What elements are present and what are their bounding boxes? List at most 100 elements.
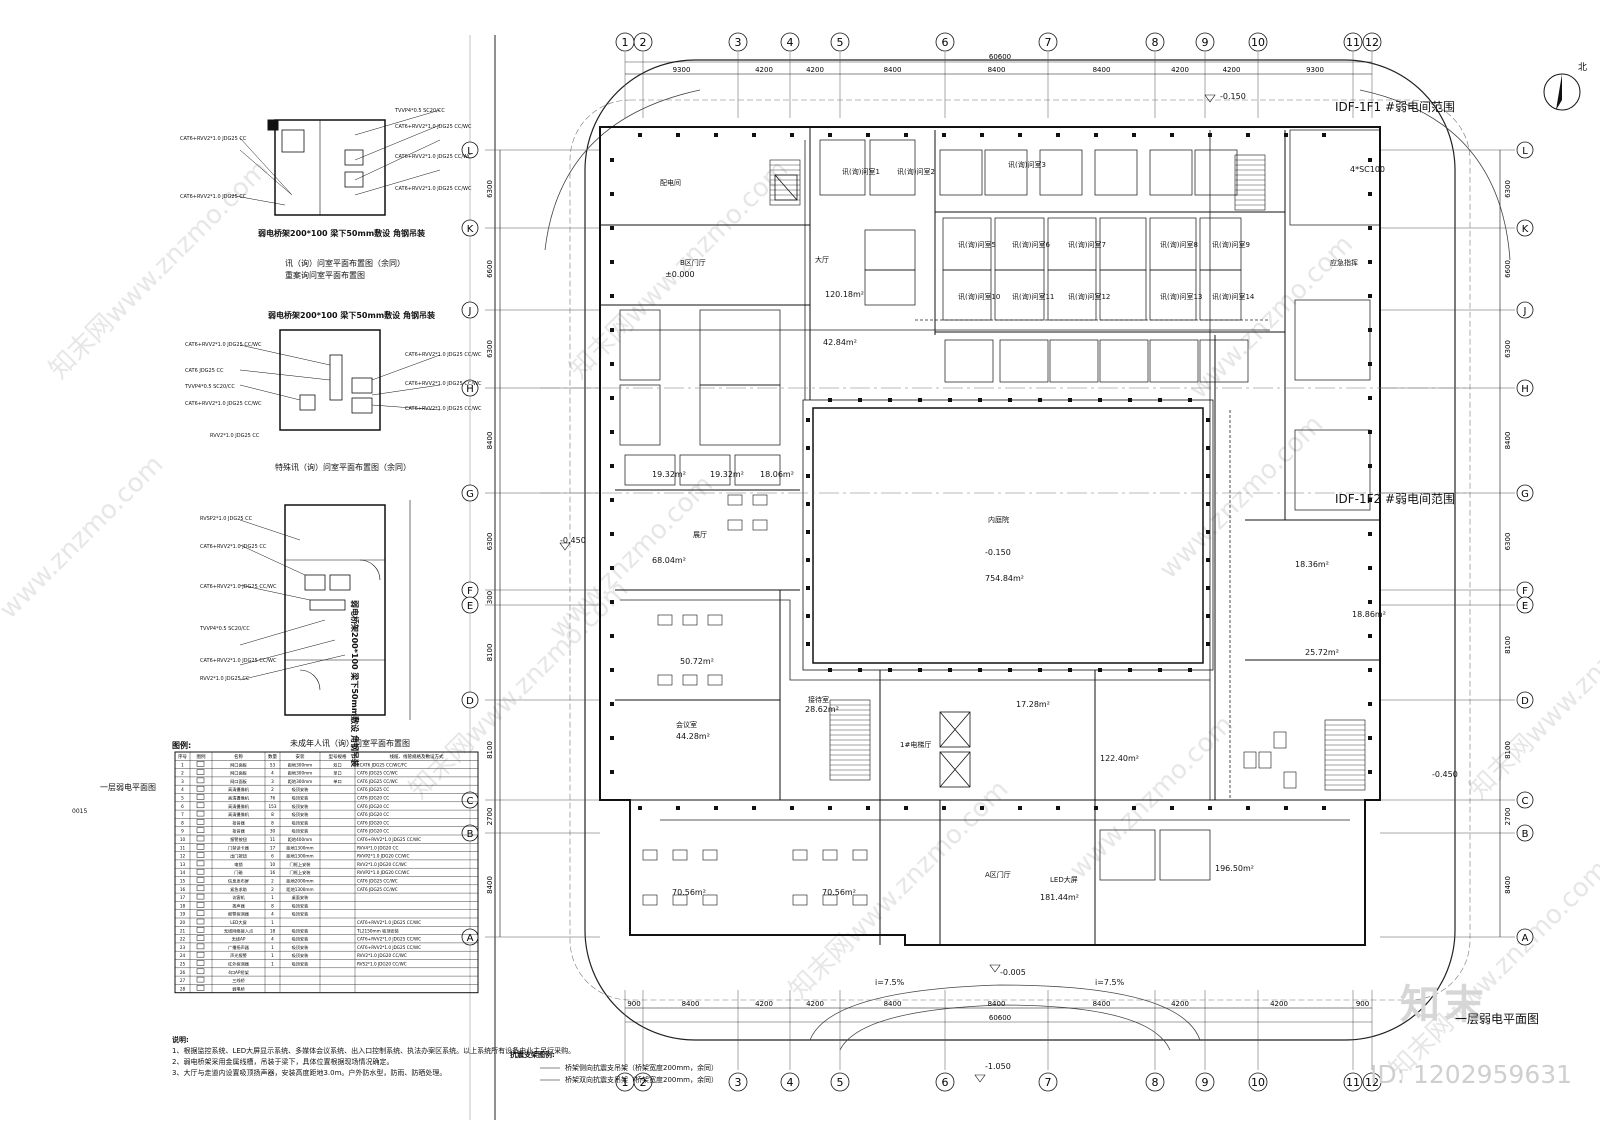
legend-cell: CAT6 JDG20 CC — [357, 820, 389, 825]
camera-symbol — [806, 558, 810, 562]
legend-cell: 4口AP桥架 — [228, 969, 249, 976]
legend-cell: 4 — [271, 912, 274, 917]
camera-symbol — [806, 474, 810, 478]
grid-bubble — [1516, 824, 1534, 842]
room-label: 大厅 — [815, 256, 829, 264]
legend-cell: 27 — [180, 978, 186, 983]
building-walls — [599, 126, 1381, 946]
site-boundary — [584, 59, 1456, 1041]
desk-symbol — [822, 849, 838, 861]
camera-symbol — [752, 133, 756, 137]
legend-cell: RVVP2*1.0 JDG20 CC/WC — [357, 854, 409, 859]
legend-cell: 6 — [181, 804, 184, 809]
grid-bubble-label: B — [1522, 829, 1529, 840]
drive-curve — [809, 984, 1201, 1041]
legend-cell: 门禁读卡器 — [228, 844, 250, 851]
grid-bubble — [1516, 791, 1534, 809]
room-label: 展厅 — [693, 531, 707, 539]
legend-cell: TL2150mm 吸顶安装 — [356, 927, 400, 934]
room-cell — [699, 384, 781, 446]
camera-symbol — [1206, 530, 1210, 534]
camera-symbol — [1368, 362, 1372, 366]
legend-symbol-icon — [196, 985, 205, 991]
svg-text:CAT6+RVV2*1.0 JDG25 CC/WC: CAT6+RVV2*1.0 JDG25 CC/WC — [405, 352, 482, 358]
room-cell — [1099, 339, 1149, 383]
legend-cell: 信息发布屏 — [228, 878, 249, 885]
camera-symbol — [676, 133, 680, 137]
legend-cell: 76 — [270, 796, 276, 801]
camera-symbol — [1158, 398, 1162, 402]
legend-cell: 16 — [180, 887, 186, 892]
grid-bubble-label: 10 — [1251, 36, 1265, 49]
svg-text:CAT6+RVV2*1.0 JDG25 CC/WC: CAT6+RVV2*1.0 JDG25 CC/WC — [185, 401, 262, 407]
grid-bubble-label: H — [466, 384, 474, 395]
legend-cell: 3 — [271, 779, 274, 784]
desk-symbol — [792, 849, 808, 861]
camera-symbol — [1368, 430, 1372, 434]
notes-header: 说明: — [172, 1036, 189, 1044]
legend-cell: 3 — [181, 779, 184, 784]
dimension-value: 8400 — [486, 876, 494, 894]
legend-cell: 距地1300mm — [286, 886, 313, 892]
detail-subtitle: 重案询问室平面布置图 — [285, 271, 365, 280]
legend-cell: 距地1300mm — [286, 844, 313, 850]
camera-symbol — [1158, 668, 1162, 672]
legend-symbol-icon — [196, 976, 205, 983]
room-label: 接待室 — [808, 696, 829, 704]
camera-symbol — [1128, 398, 1132, 402]
camera-symbol — [1170, 133, 1174, 137]
tray-note: 弱电桥架200*100 梁下50mm敷设 角钢吊装 — [350, 600, 359, 767]
desk-symbol — [792, 894, 808, 906]
camera-symbol — [1038, 668, 1042, 672]
legend-cell: 无线网络接入点 — [224, 927, 253, 934]
dimension-value: 8100 — [1504, 636, 1512, 654]
camera-symbol — [904, 133, 908, 137]
camera-symbol — [610, 498, 614, 502]
desk-symbol — [657, 614, 673, 626]
dimension-value: 8400 — [1093, 66, 1111, 74]
watermark-text: www.znzmo.com — [0, 450, 169, 625]
legend-col-header: 线缆、线管规格及敷设方式 — [390, 753, 444, 760]
legend-cell: 距地400mm — [288, 836, 313, 842]
room-label: 配电间 — [660, 179, 681, 187]
detail-plan-2 — [279, 329, 381, 431]
legend-cell: 距地300mm — [288, 778, 313, 784]
legend-cell: 距地1300mm — [286, 853, 313, 859]
legend-symbol-icon — [196, 835, 205, 842]
bracket-legend-symbols — [540, 1067, 560, 1081]
legend-symbol-icon — [196, 777, 205, 784]
camera-symbol — [1008, 668, 1012, 672]
legend-cell: LED大屏 — [230, 919, 247, 926]
room-label: 讯(询)问室5 — [958, 241, 996, 249]
dimension-value: 8400 — [1093, 1000, 1111, 1008]
dimension-value: 4200 — [806, 66, 824, 74]
room-label: 讯(询)问室6 — [1012, 241, 1050, 249]
legend-symbol-icon — [196, 769, 205, 775]
camera-symbol — [1132, 806, 1136, 810]
camera-symbol — [828, 398, 832, 402]
legend-cell: 2CAT6 JDG25 CC/WC/FC — [357, 762, 407, 767]
dimension-value: 8100 — [486, 644, 494, 662]
notes-block: 说明: 1、根据监控系统、LED大屏显示系统、多媒体会议系统、出入口控制系统、执… — [172, 1035, 575, 1079]
room-area: 18.86m² — [1352, 610, 1386, 619]
camera-symbol — [806, 418, 810, 422]
legend-cell: 15 — [180, 879, 186, 884]
camera-symbol — [1368, 532, 1372, 536]
elevator — [774, 174, 971, 788]
legend-symbol-icon — [196, 902, 205, 908]
legend-cell: 网口面板 — [230, 770, 248, 777]
legend-symbol-icon — [196, 885, 205, 892]
grid-bubble — [1343, 1072, 1363, 1092]
grid-bubble — [1343, 32, 1363, 52]
legend-cell: 9 — [181, 829, 184, 834]
camera-symbol — [1368, 634, 1372, 638]
dimension-value: 4200 — [1171, 66, 1189, 74]
desk-symbol — [682, 674, 698, 686]
room-area: 196.50m² — [1215, 864, 1254, 873]
legend-cell: 17 — [270, 845, 276, 850]
dimension-value: 2700 — [486, 808, 494, 826]
legend-symbol-icon — [196, 819, 205, 825]
room-cell — [1294, 429, 1371, 511]
legend-cell: 14 — [180, 870, 186, 875]
